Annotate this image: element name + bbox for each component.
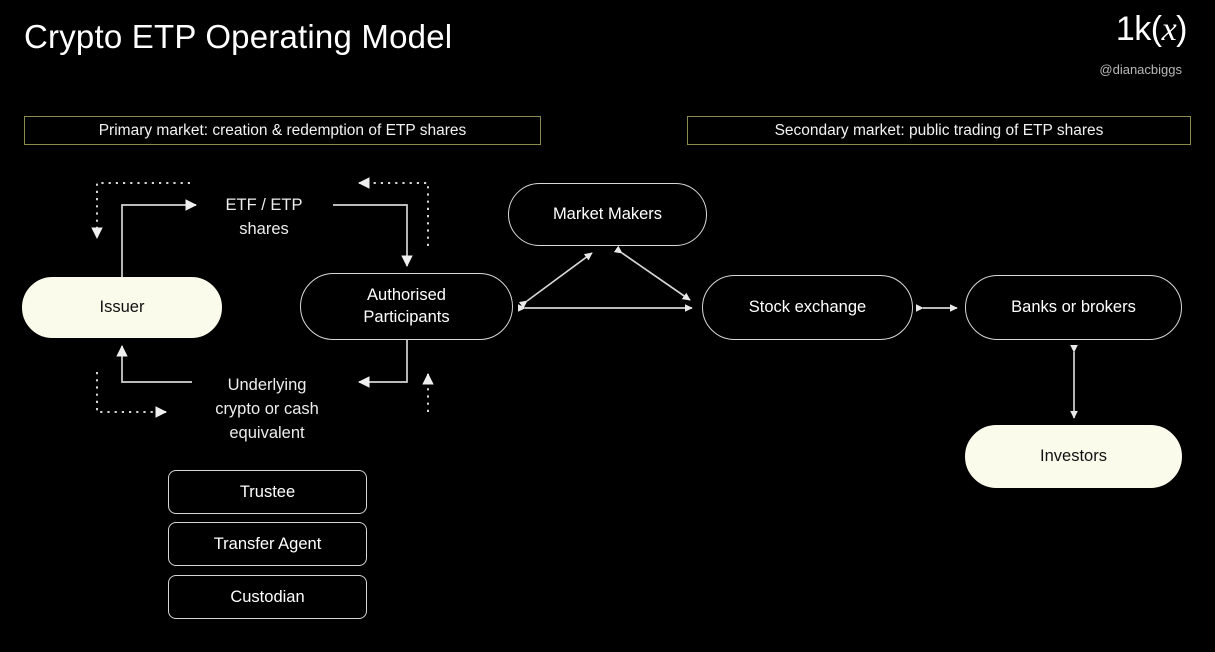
brand-logo: 1k(x) [1115,10,1188,49]
flow-label-underlying-line1: Underlying [227,376,307,394]
wire-dotted-top-left-to-issuer [91,182,190,239]
node-stock-exchange[interactable]: Stock exchange [702,275,913,340]
wire-dotted-issuer-to-underlying [96,372,167,418]
service-box-transfer-agent[interactable]: Transfer Agent [168,522,367,566]
flow-label-etp-shares-line2: shares [239,219,289,238]
wire-ap-to-underlying [358,340,408,388]
wire-issuer-to-shares [121,199,197,277]
wire-underlying-to-issuer [116,345,192,383]
brand-logo-variable: x [1161,11,1177,48]
flow-label-etp-shares-line1: ETF / ETP [225,196,303,214]
wire-shares-to-ap [333,204,413,267]
flow-label-etp-shares: ETF / ETP shares [194,194,334,242]
primary-market-label: Primary market: creation & redemption of… [24,116,541,145]
wire-marketmakers-exchange [613,245,691,301]
wire-dotted-right-to-top [358,177,429,246]
node-issuer[interactable]: Issuer [22,277,222,338]
brand-handle: @dianacbiggs [1099,62,1182,77]
secondary-market-label: Secondary market: public trading of ETP … [687,116,1191,145]
node-investors[interactable]: Investors [965,425,1182,488]
flow-label-underlying: Underlying crypto or cash equivalent [187,374,347,446]
service-box-trustee[interactable]: Trustee [168,470,367,514]
page-title: Crypto ETP Operating Model [24,18,453,55]
node-banks-or-brokers[interactable]: Banks or brokers [965,275,1182,340]
node-market-makers[interactable]: Market Makers [508,183,707,246]
node-authorised-participants-line2: Participants [363,307,450,326]
flow-label-underlying-line2: crypto or cash [215,399,319,418]
node-authorised-participants[interactable]: Authorised Participants [300,273,513,340]
brand-logo-suffix: ) [1176,10,1187,48]
service-box-custodian[interactable]: Custodian [168,575,367,619]
wire-ap-marketmakers [518,252,593,309]
node-authorised-participants-line1: Authorised [367,286,446,305]
brand-logo-prefix: 1k( [1115,10,1162,48]
flow-label-underlying-line3: equivalent [229,423,305,442]
